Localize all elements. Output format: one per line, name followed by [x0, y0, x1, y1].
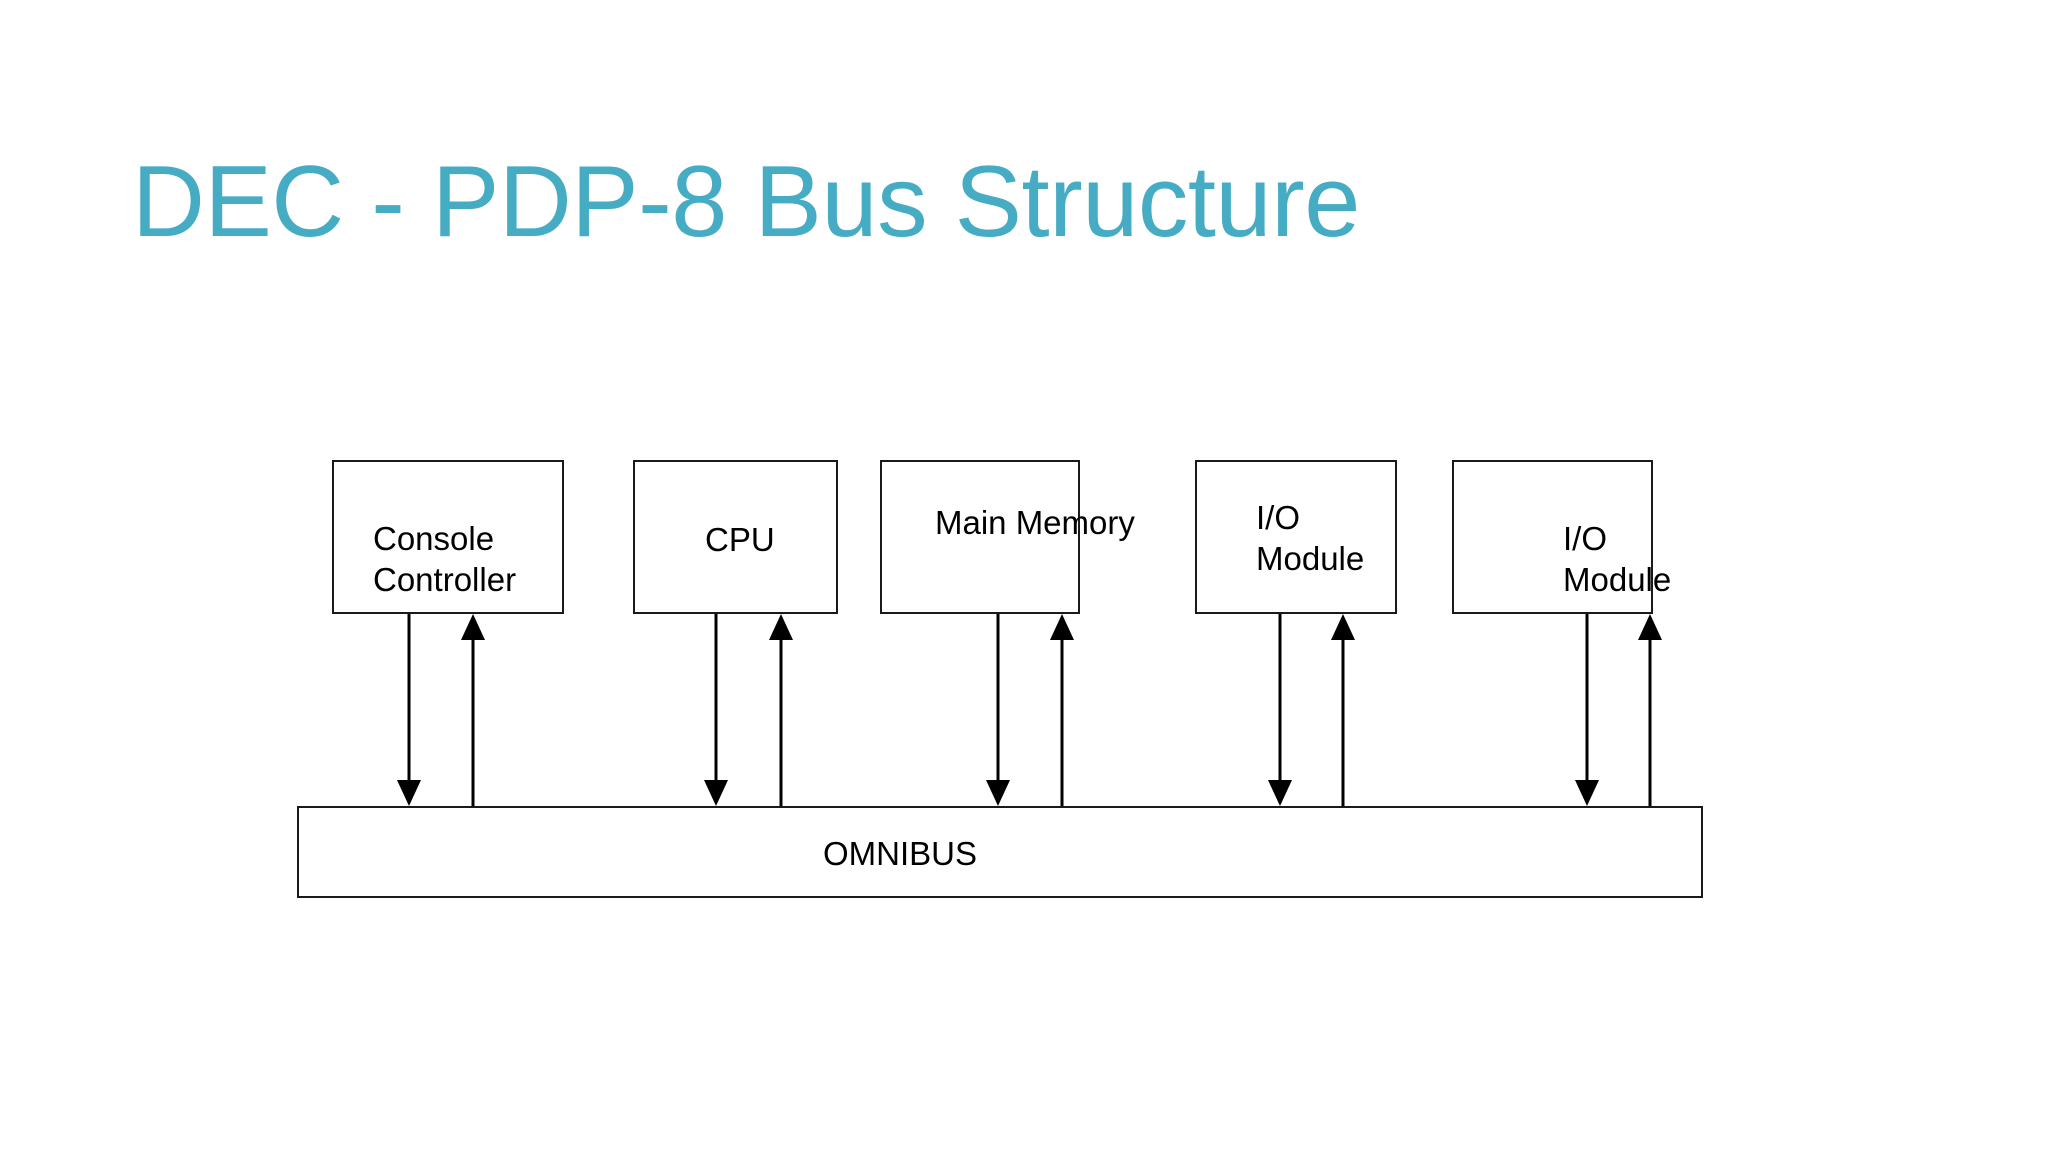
- node-cpu-label: CPU: [705, 519, 865, 560]
- connector-main-memory-to-bus: [986, 614, 1010, 806]
- node-io-module-2[interactable]: [1452, 460, 1653, 614]
- node-console-controller-label-line2: Controller: [373, 561, 517, 598]
- node-io-module-1-label-line1: I/O: [1256, 499, 1301, 536]
- node-main-memory-label: Main Memory: [935, 502, 1195, 543]
- connector-bus-to-console-controller: [461, 614, 485, 806]
- connector-cpu-to-bus: [704, 614, 728, 806]
- node-main-memory[interactable]: [880, 460, 1080, 614]
- node-io-module-2-label: I/O Module: [1563, 518, 1743, 600]
- node-main-memory-label-line1: Main Memory: [935, 504, 1135, 541]
- node-io-module-1-label-line2: Module: [1256, 540, 1365, 577]
- connector-bus-to-cpu: [769, 614, 793, 806]
- node-io-module-2-label-line1: I/O: [1563, 520, 1608, 557]
- connector-console-controller-to-bus: [397, 614, 421, 806]
- connector-bus-to-io-module-2: [1638, 614, 1662, 806]
- omnibus-bar[interactable]: [297, 806, 1703, 898]
- connector-bus-to-io-module-1: [1331, 614, 1355, 806]
- node-console-controller-label-line1: Console: [373, 520, 495, 557]
- node-cpu[interactable]: [633, 460, 838, 614]
- connector-io-module-2-to-bus: [1575, 614, 1599, 806]
- node-io-module-2-label-line2: Module: [1563, 561, 1672, 598]
- omnibus-label: OMNIBUS: [823, 835, 978, 872]
- connector-io-module-1-to-bus: [1268, 614, 1292, 806]
- node-console-controller[interactable]: [332, 460, 564, 614]
- node-cpu-label-line1: CPU: [705, 521, 775, 558]
- node-io-module-1[interactable]: [1195, 460, 1397, 614]
- connector-bus-to-main-memory: [1050, 614, 1074, 806]
- node-console-controller-label: Console Controller: [373, 518, 573, 600]
- node-io-module-1-label: I/O Module: [1256, 497, 1436, 579]
- page-title: DEC - PDP-8 Bus Structure: [132, 146, 1360, 258]
